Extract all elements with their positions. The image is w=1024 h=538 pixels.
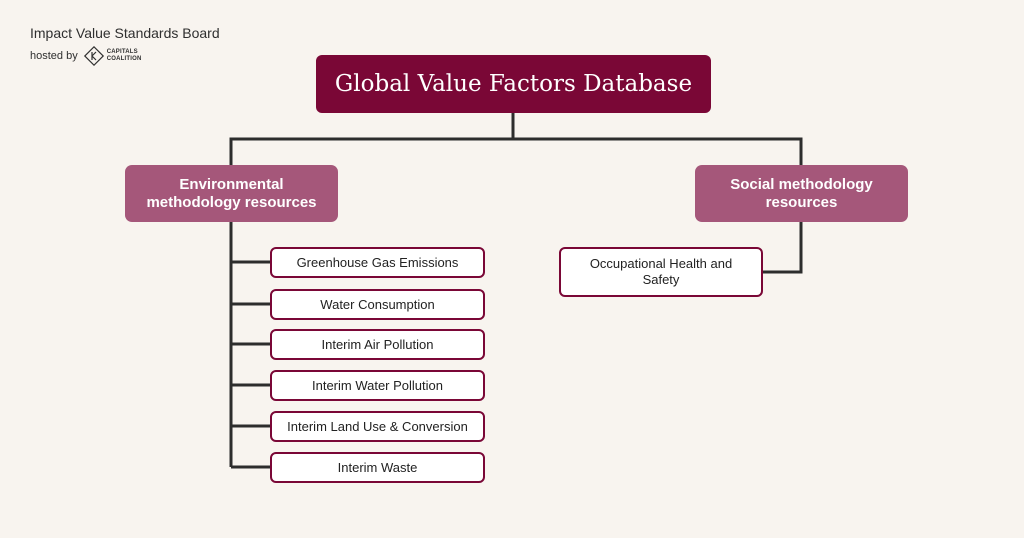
- resource-node-interim-air-pollution[interactable]: Interim Air Pollution: [270, 329, 485, 360]
- social-category-node: Social methodology resources: [695, 165, 908, 222]
- hosted-by-label: hosted by: [30, 50, 78, 62]
- diagram-title-node: Global Value Factors Database: [316, 55, 711, 113]
- organization-name: Impact Value Standards Board: [30, 25, 220, 41]
- environmental-category-node: Environmental methodology resources: [125, 165, 338, 222]
- resource-node-interim-land-use-conversion[interactable]: Interim Land Use & Conversion: [270, 411, 485, 442]
- resource-node-interim-water-pollution[interactable]: Interim Water Pollution: [270, 370, 485, 401]
- capitals-coalition-logo-icon: [83, 45, 104, 67]
- resource-node-water-consumption[interactable]: Water Consumption: [270, 289, 485, 320]
- capitals-coalition-wordmark: CAPITALS COALITION: [106, 49, 142, 62]
- resource-node-greenhouse-gas-emissions[interactable]: Greenhouse Gas Emissions: [270, 247, 485, 278]
- resource-node-occupational-health-safety[interactable]: Occupational Health and Safety: [559, 247, 763, 297]
- title-to-branches-connector: [229, 113, 803, 165]
- brand-header: Impact Value Standards Board hosted by C…: [30, 24, 220, 67]
- social-leaf-connector: [763, 222, 803, 274]
- resource-node-interim-waste[interactable]: Interim Waste: [270, 452, 485, 483]
- hosted-by-row: hosted by CAPITALS COALITION: [30, 45, 220, 67]
